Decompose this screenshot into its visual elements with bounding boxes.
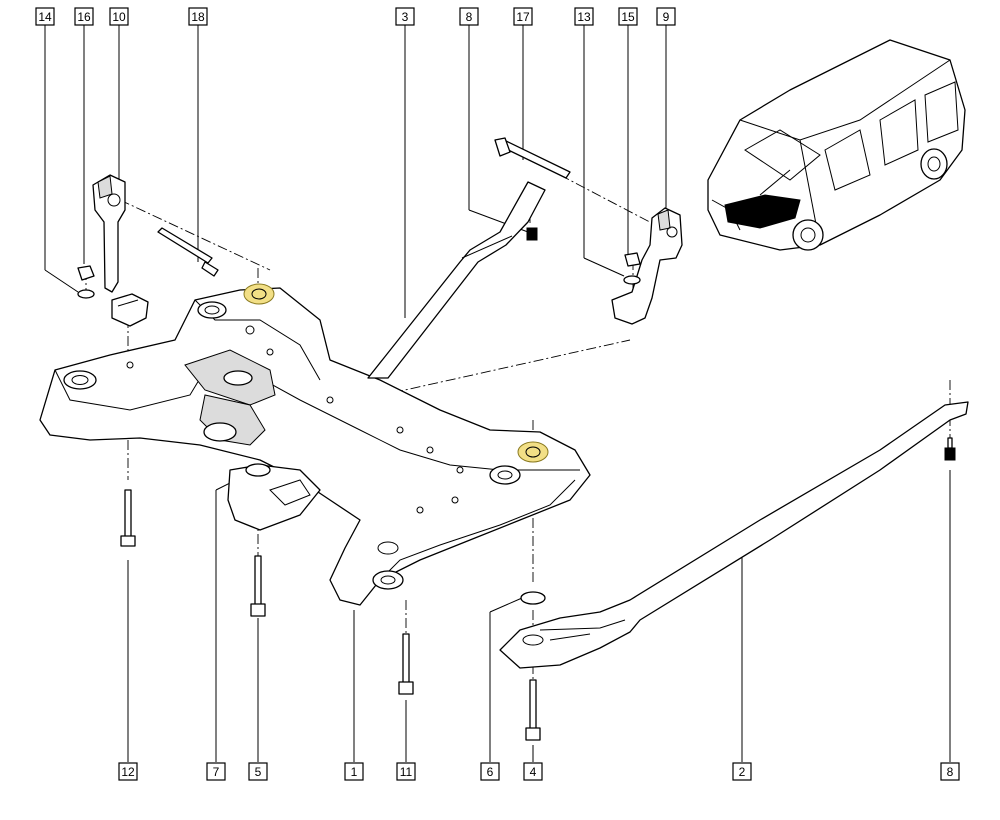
callout-label: 2 [739, 765, 746, 779]
engine-mount-9 [611, 207, 683, 325]
nuts-and-washers [77, 252, 641, 605]
callout-2: 2 [732, 762, 752, 781]
callout-label: 5 [255, 765, 262, 779]
callout-label: 6 [487, 765, 494, 779]
callout-6: 6 [480, 762, 500, 781]
callout-16: 16 [74, 7, 94, 26]
engine-mount-10 [92, 174, 149, 327]
callout-10: 10 [109, 7, 129, 26]
callout-label: 10 [112, 10, 126, 24]
callout-label: 8 [466, 10, 473, 24]
callout-label: 15 [621, 10, 635, 24]
callout-13: 13 [574, 7, 594, 26]
callout-14: 14 [35, 7, 55, 26]
callout-11: 11 [396, 762, 416, 781]
callout-label: 12 [121, 765, 135, 779]
callout-label: 4 [530, 765, 537, 779]
callout-label: 16 [77, 10, 91, 24]
vehicle-thumbnail [707, 39, 966, 251]
callout-label: 14 [38, 10, 52, 24]
callout-17: 17 [513, 7, 533, 26]
tie-bar-2 [499, 401, 969, 669]
highlight-bushing-front [517, 441, 549, 463]
callout-label: 7 [213, 765, 220, 779]
highlight-bushing-rear [243, 283, 275, 305]
tie-bar-3 [367, 181, 546, 379]
bolts [120, 137, 956, 741]
callout-12: 12 [118, 762, 138, 781]
callout-9: 9 [656, 7, 676, 26]
callout-label: 18 [191, 10, 205, 24]
callout-5: 5 [248, 762, 268, 781]
callout-18: 18 [188, 7, 208, 26]
callout-3: 3 [395, 7, 415, 26]
callout-label: 13 [577, 10, 591, 24]
callout-label: 17 [516, 10, 530, 24]
callout-7: 7 [206, 762, 226, 781]
callouts: 14 16 10 18 3 8 17 13 [35, 7, 960, 781]
callout-label: 9 [663, 10, 670, 24]
callout-1: 1 [344, 762, 364, 781]
callout-label: 8 [947, 765, 954, 779]
callout-15: 15 [618, 7, 638, 26]
callout-8-bottom: 8 [940, 762, 960, 781]
subframe [39, 283, 591, 606]
leader-lines [44, 25, 951, 762]
callout-4: 4 [523, 762, 543, 781]
callout-label: 11 [400, 765, 413, 779]
callout-label: 1 [351, 765, 358, 779]
callout-8-top: 8 [459, 7, 479, 26]
callout-label: 3 [402, 10, 409, 24]
